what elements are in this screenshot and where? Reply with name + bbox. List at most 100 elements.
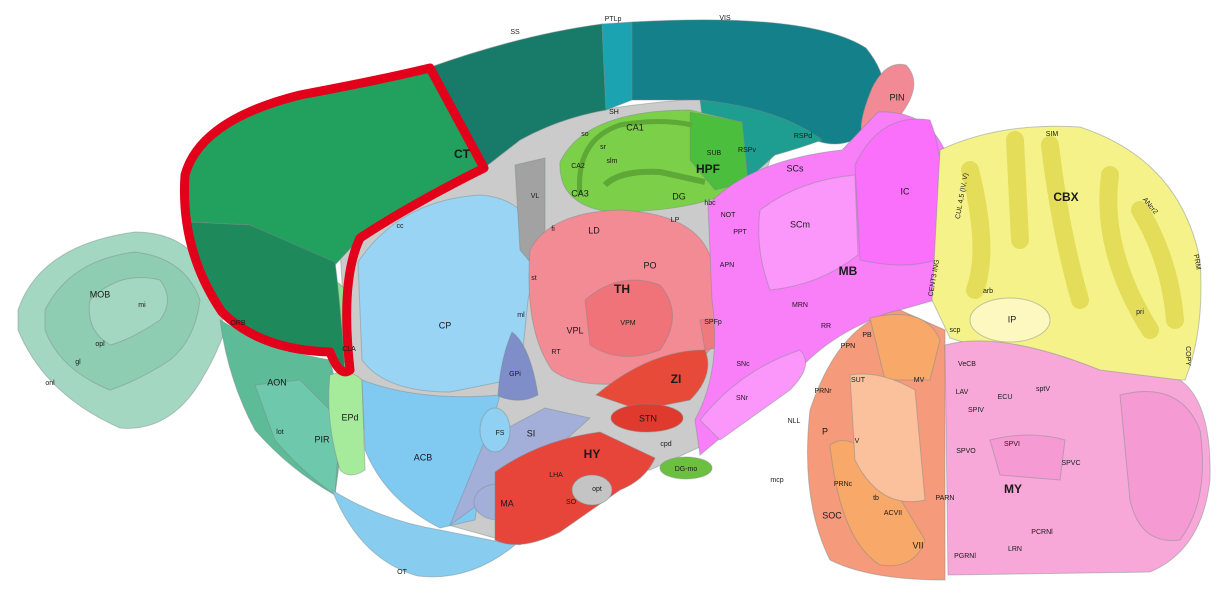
label-ic: IC [901,186,911,196]
label-not: NOT [721,212,737,219]
label-ip: IP [1008,314,1017,324]
label-p: P [822,426,828,436]
label-mi: mi [138,302,146,309]
label-sut: SUT [851,377,866,384]
label-vpm: VPM [620,320,635,327]
label-lp: LP [671,217,680,224]
label-vecb: VeCB [958,361,976,368]
label-stn: STN [639,413,657,423]
label-slm: slm [607,158,618,165]
label-orb: ORB [230,320,246,327]
label-tb: tb [873,495,879,502]
label-zi: ZI [671,372,682,386]
label-cla: CLA [342,346,356,353]
region-vpm [584,279,673,357]
label-spfp: SPFp [704,319,722,326]
label-hpf: HPF [696,162,720,176]
label-ppn: PPN [841,343,855,350]
label-ca3: CA3 [571,188,589,198]
label-ecu: ECU [998,394,1013,401]
label-cp: CP [439,320,452,330]
label-rspd: RSPd [794,133,812,140]
label-ca1: CA1 [626,122,644,132]
label-lha: LHA [549,472,563,479]
region-isocortex-dorsal [427,23,607,169]
label-nll: NLL [788,418,801,425]
label-dg: DG [672,191,686,201]
label-mb: MB [839,264,858,278]
label-spiv: SPIV [968,407,984,414]
label-vis: VIS [719,15,731,22]
label-my: MY [1004,482,1022,496]
label-cbx: CBX [1053,190,1078,204]
label-rspv: RSPv [738,147,756,154]
label-lav: LAV [956,389,969,396]
label-spvc: SPVC [1061,460,1080,467]
region-opt [571,474,613,506]
label-cc: cc [397,223,405,230]
label-scs: SCs [786,163,804,173]
region-pir [254,379,341,496]
region-gpi [497,331,539,401]
label-copy: COPY [1184,346,1191,366]
label-prnr: PRNr [814,388,832,395]
label-ca2: CA2 [571,163,585,170]
region-ip [969,297,1051,343]
label-parn: PARN [936,495,955,502]
label-lrn: LRN [1008,546,1022,553]
label-rr: RR [821,323,831,330]
label-ml: ml [517,312,525,319]
label-scp: scp [950,327,961,334]
region-p [849,373,926,503]
label-so: so [581,131,589,138]
label-sh: SH [609,109,619,116]
label-hbc: hbc [704,200,716,207]
label-prm: PRM [1192,254,1202,271]
label-ss: SS [510,29,520,36]
label-scm: SCm [790,219,810,229]
label-vl: VL [531,193,540,200]
label-snr: SNr [736,395,749,402]
label-sptv: sptV [1036,386,1050,393]
label-dgmed: DG-mo [675,466,698,473]
label-cpd: cpd [660,441,671,448]
label-snc: SNc [736,361,750,368]
label-pcrnl: PCRNl [1031,529,1053,536]
label-gpi: GPi [509,371,521,378]
label-onl: onl [45,380,55,387]
label-po: PO [643,260,656,270]
label-mrn: MRN [792,302,808,309]
region-pb [869,314,941,381]
region-mob-core [88,277,168,346]
label-mcp: mcp [770,477,783,484]
label-apn: APN [720,262,734,269]
label-ptlp: PTLp [605,16,622,23]
region-ot [330,488,517,578]
label-lot: lot [276,429,283,436]
label-sub: SUB [707,150,722,157]
label-sr: sr [600,144,607,151]
label-pgrnl: PGRNl [954,553,976,560]
region-dg-band [602,168,706,188]
label-acvii: ACVII [884,510,902,517]
label-prnc: PRNc [834,481,853,488]
label-rt: RT [551,349,561,356]
label-v: V [855,438,860,445]
label-ppt: PPT [733,229,747,236]
label-so-nucleus: SO [566,499,577,506]
label-st: st [531,275,537,282]
region-zi [594,349,709,411]
label-epd: EPd [341,412,358,422]
label-pb: PB [862,332,872,339]
label-arb: arb [983,288,993,295]
label-opt: opt [592,486,602,493]
region-dgmed [659,456,713,480]
label-mob: MOB [90,289,111,299]
label-gl: gl [75,359,81,366]
labels: SS PTLp VIS PIN RSPd RSPv SH CT ORB CLA … [45,15,1201,576]
label-pin: PIN [889,92,904,102]
highlight-outline [180,63,489,377]
region-cerebellum-folds [961,131,1184,339]
label-th: TH [614,282,630,296]
